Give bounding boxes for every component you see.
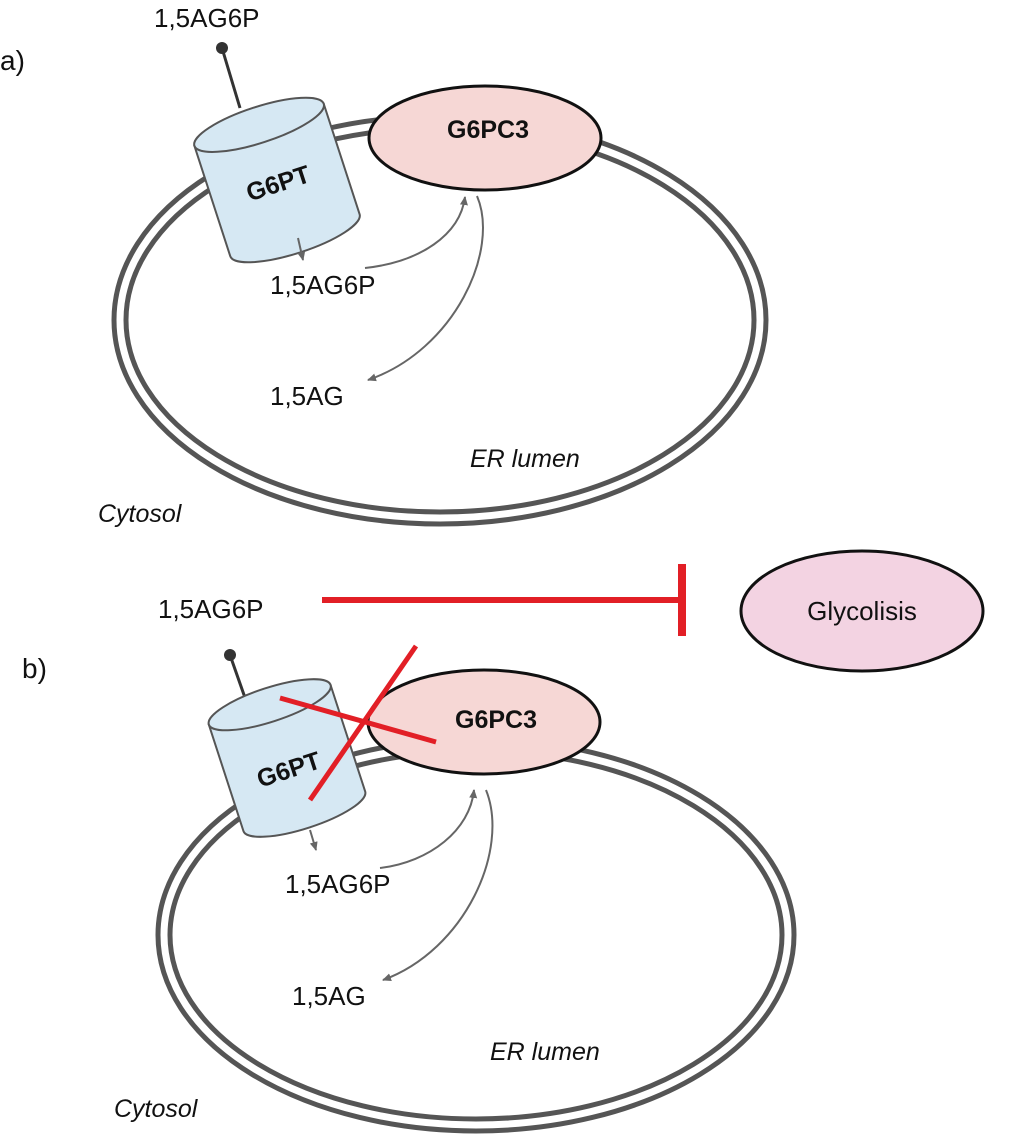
substrate-outside-b: 1,5AG6P: [158, 594, 264, 624]
enzyme-to-product-arrow-b: [382, 789, 494, 981]
substrate-inside-a: 1,5AG6P: [270, 270, 376, 300]
substrate-inside-b: 1,5AG6P: [285, 869, 391, 899]
substrate-to-enzyme-arrow-a: [364, 196, 468, 269]
panel-b-label: b): [22, 653, 47, 684]
inhibition-cross: [279, 644, 437, 802]
cytosol-label-a: Cytosol: [98, 500, 183, 528]
g6pt-transporter-b: G6PT: [207, 678, 367, 838]
transport-arrow-a: [297, 237, 306, 261]
lumen-label-b: ER lumen: [490, 1038, 600, 1066]
substrate-stalk-a: [216, 42, 242, 109]
transport-arrow-b: [309, 829, 318, 851]
g6pc3-enzyme-b: G6PC3: [366, 668, 602, 776]
panel-a-label: a): [0, 45, 25, 76]
g6pc3-label-a: G6PC3: [447, 116, 529, 144]
enzyme-to-product-arrow-a: [367, 195, 484, 382]
g6pc3-enzyme-a: G6PC3: [367, 84, 603, 192]
g6pt-transporter-a: G6PT: [193, 96, 361, 264]
inhibition-arrow: [322, 564, 686, 636]
glycolysis-label: Glycolisis: [807, 596, 917, 626]
panel-b: b) G6PC3 1,5AG6P G6PT 1,5AG6P 1,5AG: [22, 549, 985, 1134]
panel-a: a) G6PC3 1,5AG6P G6PT 1,5AG6P 1,5AG: [0, 3, 769, 528]
product-a: 1,5AG: [270, 381, 344, 411]
cytosol-label-b: Cytosol: [114, 1095, 199, 1123]
lumen-label-a: ER lumen: [470, 445, 580, 473]
product-b: 1,5AG: [292, 981, 366, 1011]
substrate-outside-a: 1,5AG6P: [154, 3, 260, 33]
g6pc3-label-b: G6PC3: [455, 706, 537, 734]
glycolysis-node: Glycolisis: [739, 549, 985, 673]
substrate-to-enzyme-arrow-b: [379, 789, 478, 869]
